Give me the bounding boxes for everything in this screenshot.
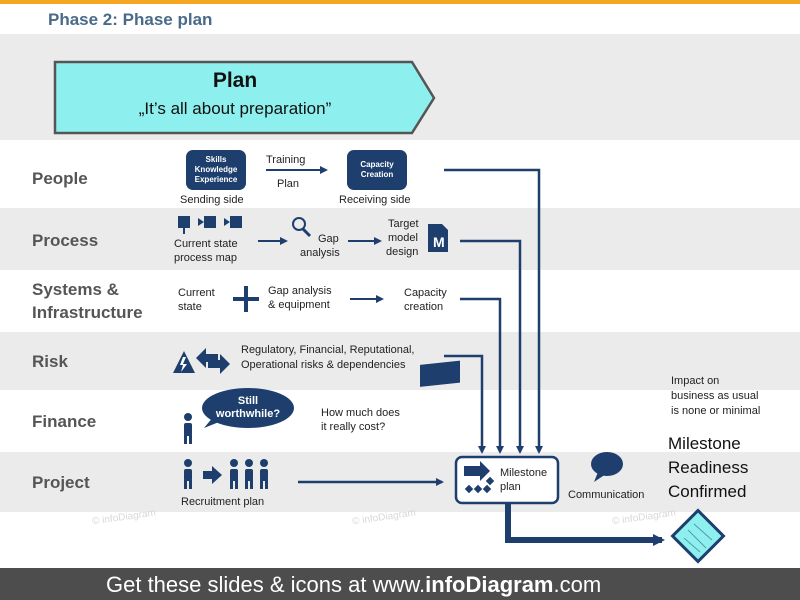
connector-systems <box>460 297 504 454</box>
gap-line-1: Gap <box>318 233 339 245</box>
money-symbol: $ <box>434 417 443 434</box>
capacity-line-1: Capacity <box>360 160 394 169</box>
row-process <box>0 208 800 270</box>
communication-icon <box>591 452 623 482</box>
plus-icon <box>233 286 259 312</box>
systems-capacity-line-1: Capacity <box>404 287 447 299</box>
bubble-line-2: worthwhile? <box>215 408 281 420</box>
milestone-plan-line-2: plan <box>500 481 521 493</box>
footer-text[interactable]: Get these slides & icons at www.infoDiag… <box>106 572 601 598</box>
plan-heading: Plan <box>212 69 258 92</box>
row-label-systems: Systems & <box>32 280 119 299</box>
training-label: Training <box>266 154 306 166</box>
plan-label: Plan <box>277 178 300 190</box>
milestone-output-arrow <box>505 500 665 546</box>
recruitment-plan-label: Recruitment plan <box>181 496 265 508</box>
plan-banner-arrow <box>53 60 436 135</box>
impact-line-3: is none or minimal <box>671 405 761 417</box>
process-map-icon <box>178 216 242 234</box>
bubble-line-1: Still <box>237 395 259 407</box>
impact-line-1: Impact on <box>671 375 720 387</box>
skills-line-3: Experience <box>194 175 238 184</box>
row-risk <box>0 332 800 390</box>
row-label-risk: Risk <box>32 352 68 371</box>
risk-line-2: Operational risks & dependencies <box>241 359 406 371</box>
current-state-line-2: process map <box>174 252 237 264</box>
gap-line-2: analysis <box>300 247 340 259</box>
person-icon <box>184 413 192 444</box>
page-title: Phase 2: Phase plan <box>48 10 213 29</box>
row-label-infrastructure: Infrastructure <box>32 303 143 322</box>
systems-current-line-1: Current <box>178 287 215 299</box>
milestone-plan-line-1: Milestone <box>500 467 548 479</box>
skills-line-1: Skills <box>205 155 227 164</box>
connector-risk <box>444 354 486 454</box>
model-document-icon <box>428 224 448 252</box>
systems-current-line-2: state <box>178 301 202 313</box>
milestone-line-3: Confirmed <box>668 482 747 501</box>
row-label-process: Process <box>32 231 99 250</box>
risk-line-1: Regulatory, Financial, Reputational, <box>241 344 415 356</box>
milestone-line-2: Readiness <box>668 458 749 477</box>
target-line-1: Target <box>388 218 419 230</box>
capacity-line-2: Creation <box>360 170 394 179</box>
footer-prefix: Get these slides & icons at www. <box>106 572 426 597</box>
risk-warning-icon <box>173 348 230 374</box>
target-line-2: model <box>388 232 418 244</box>
sending-side-label: Sending side <box>180 194 244 206</box>
impact-line-2: business as usual <box>671 390 759 402</box>
capacity-creation-box: Capacity Creation <box>347 150 407 190</box>
footer-brand: infoDiagram <box>425 572 554 597</box>
connector-process <box>460 239 524 454</box>
row-label-people: People <box>32 169 88 188</box>
recruitment-icon <box>184 459 268 489</box>
milestone-icon <box>464 461 495 494</box>
systems-gap-line-2: & equipment <box>268 299 330 311</box>
communication-label: Communication <box>568 489 645 501</box>
cost-line-2: it really cost? <box>321 421 386 433</box>
footer-bar <box>0 568 800 600</box>
milestone-line-1: Milestone <box>668 434 741 453</box>
receiving-side-label: Receiving side <box>339 194 411 206</box>
milestone-diamond-icon <box>670 508 726 564</box>
target-line-3: design <box>386 246 419 258</box>
magnifier-icon <box>292 217 312 238</box>
skills-box: Skills Knowledge Experience <box>186 150 246 190</box>
plan-subtitle: „It’s all about preparation” <box>138 99 332 118</box>
top-accent-bar <box>0 0 800 4</box>
row-label-finance: Finance <box>32 412 97 431</box>
cost-line-1: How much does <box>321 407 400 419</box>
systems-gap-line-1: Gap analysis <box>268 285 332 297</box>
connector-people <box>444 168 543 454</box>
current-state-line-1: Current state <box>174 238 238 250</box>
skills-line-2: Knowledge <box>194 165 238 174</box>
money-icon <box>420 360 460 387</box>
systems-capacity-line-2: creation <box>404 301 444 313</box>
model-document-letter: M <box>433 234 445 250</box>
footer-suffix: .com <box>553 572 602 597</box>
speech-bubble-icon <box>202 388 294 428</box>
row-label-project: Project <box>32 473 90 492</box>
